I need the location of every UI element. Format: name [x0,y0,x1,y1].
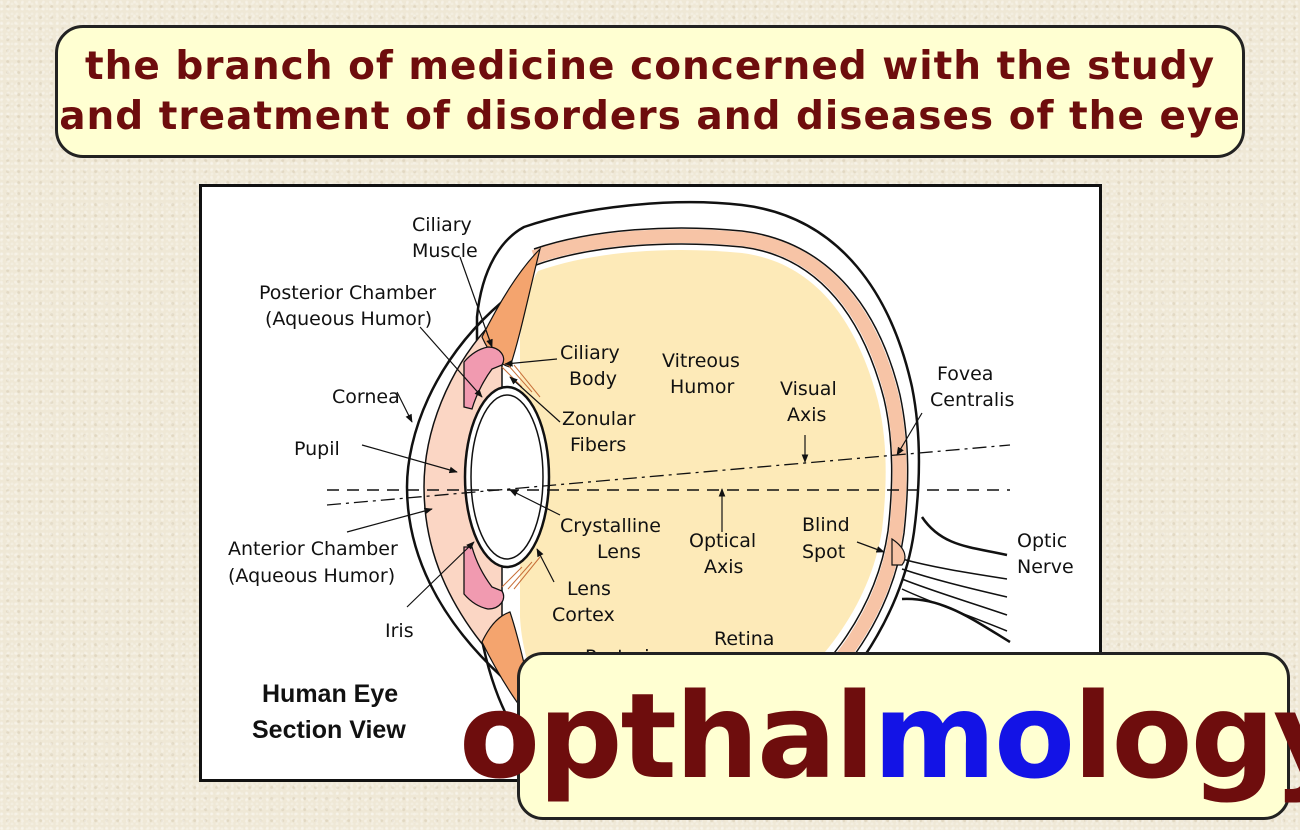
label-optical-axis: Optical [689,530,756,552]
optic-nerve-sheath [901,516,1011,644]
term-part-1: opthal [459,667,875,805]
svg-text:Body: Body [569,368,617,390]
label-ciliary-body: Ciliary [560,342,620,364]
term-banner: opthalmology [459,652,1300,820]
label-iris: Iris [385,620,414,642]
label-visual-axis: Visual [780,378,837,400]
cornea-shape [405,301,503,678]
svg-text:Muscle: Muscle [412,240,478,262]
visual-axis-line [326,444,1011,506]
label-posterior-chamber: Posterior Chamber [259,282,436,304]
diagram-title-line-1: Human Eye [262,680,398,708]
term-part-3: logy [1073,667,1300,805]
optic-nerve-fibers [901,558,1008,632]
label-cornea: Cornea [332,386,400,408]
svg-text:Cortex: Cortex [552,604,615,626]
eye-section-diagram: Ciliary Muscle Posterior Chamber (Aqueou… [199,184,1102,782]
label-retina: Retina [714,628,774,650]
svg-text:(Aqueous Humor): (Aqueous Humor) [228,565,395,587]
definition-banner: the branch of medicine concerned with th… [55,25,1245,158]
eye-diagram-svg: Ciliary Muscle Posterior Chamber (Aqueou… [228,201,1074,779]
term-part-2: mo [873,667,1075,805]
label-pupil: Pupil [294,438,340,460]
label-blind-spot: Blind [802,514,850,536]
definition-line-1: the branch of medicine concerned with th… [84,43,1216,89]
label-zonular-fibers: Zonular [562,408,636,430]
vitreous-humor-region [520,250,886,739]
svg-text:Humor: Humor [670,376,734,398]
svg-text:(Aqueous Humor): (Aqueous Humor) [265,308,432,330]
label-lens-cortex: Lens [567,578,611,600]
iris-lower [463,546,505,610]
label-vitreous-humor: Vitreous [662,350,740,372]
label-optic-nerve: Optic [1017,530,1067,552]
label-anterior-chamber: Anterior Chamber [228,538,398,560]
svg-text:Axis: Axis [787,404,826,426]
svg-text:Fibers: Fibers [570,434,626,456]
diagram-title-line-2: Section View [252,716,406,744]
definition-line-2: and treatment of disorders and diseases … [59,93,1241,139]
svg-text:Centralis: Centralis [930,389,1014,411]
label-fovea-centralis: Fovea [937,363,993,385]
label-crystalline-lens: Crystalline [560,515,661,537]
term-word: opthalmology [459,661,1300,811]
label-ciliary-muscle: Ciliary [412,214,472,236]
svg-text:Lens: Lens [597,541,641,563]
svg-text:Nerve: Nerve [1017,556,1074,578]
svg-text:Spot: Spot [802,541,845,563]
svg-text:Axis: Axis [704,556,743,578]
leader-arrows [346,256,923,608]
